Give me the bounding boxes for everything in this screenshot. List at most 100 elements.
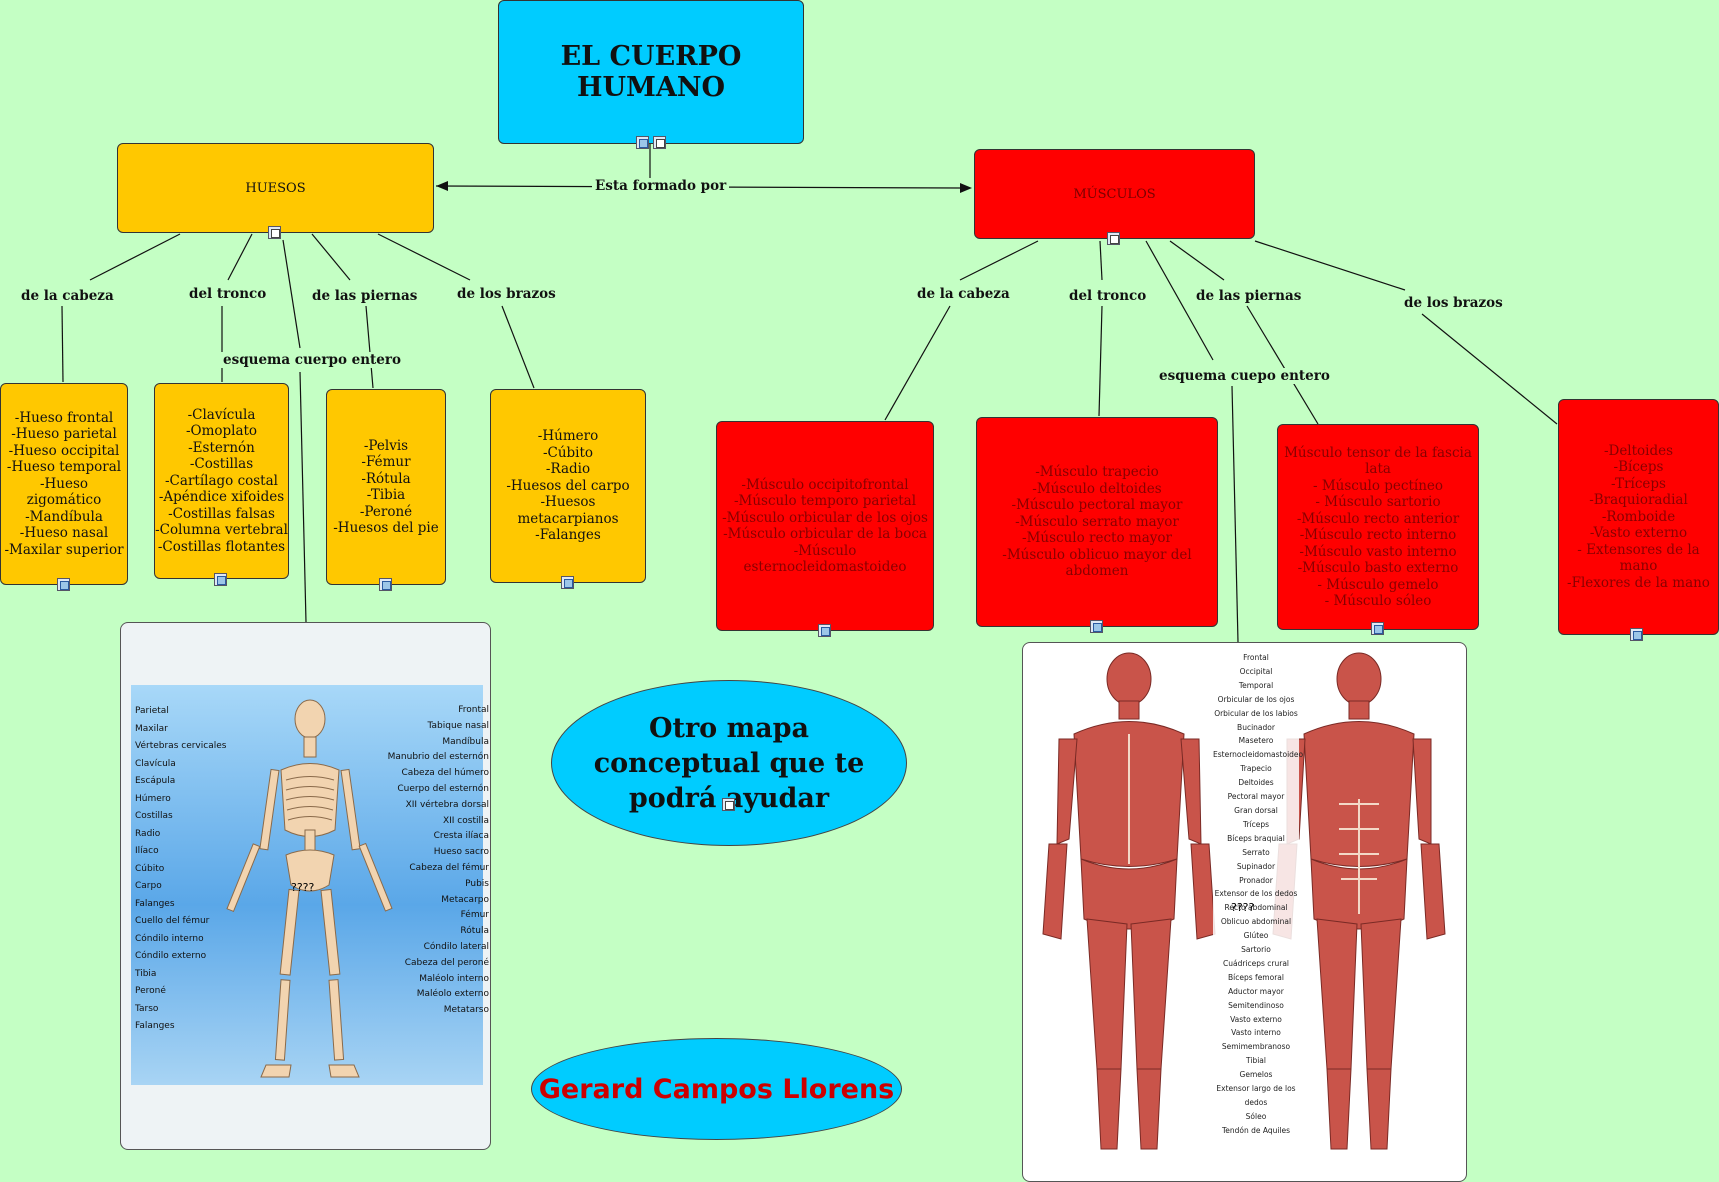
list-item: Clavícula — [135, 758, 176, 769]
huesos-cabeza-node[interactable]: -Hueso frontal-Hueso parietal-Hueso occi… — [0, 383, 128, 585]
otro-mapa-ellipse[interactable]: Otro mapa conceptual que te podrá ayudar — [551, 680, 907, 846]
list-item: -Clavícula — [187, 406, 256, 423]
list-item: Músculo tensor de la fascia lata — [1284, 444, 1472, 478]
musculos-tronco-list: -Músculo trapecio-Músculo deltoides-Músc… — [977, 464, 1217, 580]
list-item: Orbicular de los labios — [1214, 708, 1298, 718]
list-item: Sartorio — [1241, 945, 1271, 955]
musculos-brazos-node[interactable]: -Deltoides-Bíceps-Tríceps-Braquioradial-… — [1558, 399, 1719, 635]
list-item: Rótula — [460, 926, 489, 937]
list-item: -Músculo recto anterior — [1296, 510, 1460, 527]
image-icon[interactable] — [379, 578, 392, 591]
author-ellipse: Gerard Campos Llorens — [531, 1038, 902, 1140]
note-icon[interactable] — [268, 226, 281, 239]
list-item: -Costillas — [189, 456, 254, 473]
huesos-node[interactable]: HUESOS — [117, 143, 434, 233]
image-icon[interactable] — [636, 136, 649, 149]
musculos-brazos-list: -Deltoides-Bíceps-Tríceps-Braquioradial-… — [1559, 443, 1718, 592]
huesos-tronco-node[interactable]: -Clavícula-Omoplato-Esternón-Costillas-C… — [154, 383, 289, 579]
musculos-piernas-list: Músculo tensor de la fascia lata- Múscul… — [1278, 445, 1478, 610]
list-item: Cuerpo del esternón — [397, 783, 489, 794]
musculos-tronco-node[interactable]: -Músculo trapecio-Músculo deltoides-Músc… — [976, 417, 1218, 627]
note-icon[interactable] — [1107, 232, 1120, 245]
note-icon[interactable] — [722, 798, 735, 811]
list-item: Radio — [135, 828, 161, 839]
list-item: -Omoplato — [185, 423, 258, 440]
musculos-cabeza-node[interactable]: -Músculo occipitofrontal-Músculo temporo… — [716, 421, 934, 631]
link-huesos-piernas: de las piernas — [309, 288, 421, 304]
huesos-cabeza-list: -Hueso frontal-Hueso parietal-Hueso occi… — [1, 410, 127, 559]
list-item: Frontal — [458, 705, 489, 715]
list-item: Tibial — [1246, 1056, 1266, 1066]
list-item: Cuello del fémur — [135, 916, 210, 926]
list-item: -Músculo occipitofrontal — [741, 476, 909, 493]
image-icon[interactable] — [818, 624, 831, 637]
huesos-brazos-node[interactable]: -Húmero-Cúbito-Radio-Huesos del carpo-Hu… — [490, 389, 646, 583]
list-item: -Romboide — [1601, 508, 1676, 525]
list-item: Vasto externo — [1230, 1014, 1282, 1024]
list-item: -Cúbito — [542, 444, 594, 461]
list-item: Bíceps femoral — [1228, 972, 1284, 982]
link-musculos-tronco: del tronco — [1066, 288, 1150, 304]
list-item: -Columna vertebral — [155, 522, 288, 539]
list-item: Bucinador — [1237, 722, 1275, 732]
list-item: -Vasto externo — [1589, 525, 1688, 542]
list-item: -Radio — [545, 461, 591, 478]
list-item: Oblicuo abdominal — [1220, 917, 1292, 927]
list-item: -Músculo recto interno — [1299, 527, 1457, 543]
list-item: Falanges — [135, 898, 175, 909]
title-node[interactable]: EL CUERPO HUMANO — [498, 0, 804, 144]
skeleton-diagram — [131, 685, 483, 1085]
huesos-tronco-list: -Clavícula-Omoplato-Esternón-Costillas-C… — [155, 407, 288, 556]
link-label-esta-formado-por: Esta formado por — [592, 178, 730, 194]
list-item: Costillas — [135, 811, 173, 821]
list-item: -Huesos del carpo — [506, 477, 630, 494]
list-item: -Rótula — [361, 470, 411, 487]
skeleton-unknown: ???? — [291, 881, 315, 894]
image-icon[interactable] — [1090, 620, 1103, 633]
list-item: -Cartílago costal — [165, 472, 278, 489]
list-item: -Tríceps — [1611, 475, 1666, 492]
list-item: -Fémur — [361, 454, 411, 470]
image-icon[interactable] — [1630, 628, 1643, 641]
list-item: Gemelos — [1239, 1070, 1273, 1080]
musculos-piernas-node[interactable]: Músculo tensor de la fascia lata- Múscul… — [1277, 424, 1479, 630]
list-item: Extensor largo de los dedos — [1216, 1084, 1296, 1107]
list-item: Aductor mayor — [1228, 986, 1284, 996]
list-item: Cabeza del húmero — [401, 768, 489, 779]
image-icon[interactable] — [561, 576, 574, 589]
list-item: - Músculo pectíneo — [1312, 477, 1444, 494]
image-icon[interactable] — [57, 578, 70, 591]
list-item: -Músculo orbicular de los ojos — [722, 509, 928, 526]
list-item: Trapecio — [1240, 764, 1272, 774]
list-item: XII costilla — [442, 815, 489, 826]
image-icon[interactable] — [214, 573, 227, 586]
author-text: Gerard Campos Llorens — [538, 1073, 895, 1105]
list-item: Escápula — [135, 776, 176, 786]
list-item: - Músculo gemelo — [1317, 576, 1439, 593]
list-item: Hueso sacro — [433, 847, 489, 858]
list-item: Cóndilo interno — [135, 933, 204, 944]
list-item: Gran dorsal — [1234, 805, 1278, 815]
musculos-node[interactable]: MÚSCULOS — [974, 149, 1255, 239]
huesos-piernas-node[interactable]: -Pelvis-Fémur-Rótula-Tibia-Peroné-Huesos… — [326, 389, 446, 585]
list-item: -Flexores de la mano — [1567, 574, 1710, 591]
list-item: -Músculo esternocleidomastoideo — [743, 542, 907, 576]
list-item: Ilíaco — [135, 846, 159, 856]
list-item: Cóndilo lateral — [423, 941, 489, 952]
list-item: Metacarpo — [441, 894, 489, 905]
list-item: Manubrio del esternón — [387, 752, 489, 763]
list-item: -Músculo trapecio — [1035, 464, 1159, 481]
list-item: Parietal — [135, 706, 169, 716]
image-icon[interactable] — [1371, 622, 1384, 635]
link-musculos-esquema: esquema cuepo entero — [1156, 368, 1333, 384]
list-item: Glúteo — [1243, 931, 1269, 941]
list-item: Tendón de Aquiles — [1221, 1125, 1291, 1135]
list-item: -Costillas falsas — [168, 505, 275, 522]
note-icon[interactable] — [653, 136, 666, 149]
list-item: - Músculo sartorio — [1315, 494, 1441, 510]
list-item: -Músculo temporo parietal — [733, 493, 917, 509]
list-item: Fémur — [460, 910, 489, 921]
musculos-cabeza-list: -Músculo occipitofrontal-Músculo temporo… — [717, 477, 933, 576]
